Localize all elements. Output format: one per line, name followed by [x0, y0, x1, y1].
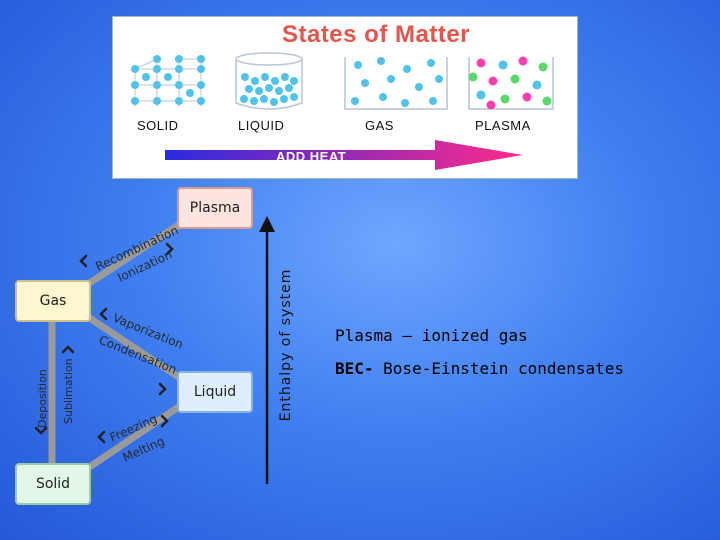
chevron-left-icon: [97, 430, 106, 444]
state-label-gas: GAS: [365, 118, 394, 133]
chevron-right-icon: [158, 382, 167, 396]
chevron-up-icon: [61, 345, 75, 354]
liquid-beaker-icon: [235, 52, 303, 110]
chevron-left-icon: [99, 307, 108, 321]
chevron-right-icon: [165, 242, 174, 256]
states-of-matter-panel: States of Matter: [112, 16, 578, 179]
label-deposition: Deposition: [36, 369, 49, 428]
connector-gas-plasma: [84, 220, 184, 288]
node-gas: Gas: [15, 280, 91, 322]
state-label-liquid: LIQUID: [238, 118, 285, 133]
gas-container-icon: [344, 57, 448, 110]
node-solid: Solid: [15, 463, 91, 505]
connector-gas-liquid: [84, 313, 184, 382]
plasma-note: Plasma – ionized gas: [335, 326, 528, 345]
enthalpy-arrow-head-icon: [259, 216, 275, 232]
chevron-left-icon: [79, 254, 88, 268]
bec-text: Bose-Einstein condensates: [373, 359, 624, 378]
enthalpy-label: Enthalpy of system: [278, 268, 294, 422]
state-label-solid: SOLID: [137, 118, 179, 133]
node-liquid: Liquid: [177, 371, 253, 413]
node-plasma: Plasma: [177, 187, 253, 229]
chevron-down-icon: [34, 426, 48, 435]
panel-title: States of Matter: [281, 21, 471, 48]
label-sublimation: Sublimation: [62, 358, 75, 424]
add-heat-arrow: [165, 140, 523, 170]
add-heat-label: ADD HEAT: [276, 149, 347, 164]
state-label-plasma: PLASMA: [475, 118, 531, 133]
chevron-right-icon: [160, 414, 169, 428]
plasma-container-icon: [468, 56, 554, 110]
particle-illustrations: [131, 52, 554, 170]
bec-prefix: BEC-: [335, 359, 374, 378]
solid-lattice-icon: [131, 55, 205, 107]
connector-liquid-solid: [84, 402, 184, 472]
bec-note: BEC- Bose-Einstein condensates: [335, 359, 624, 378]
